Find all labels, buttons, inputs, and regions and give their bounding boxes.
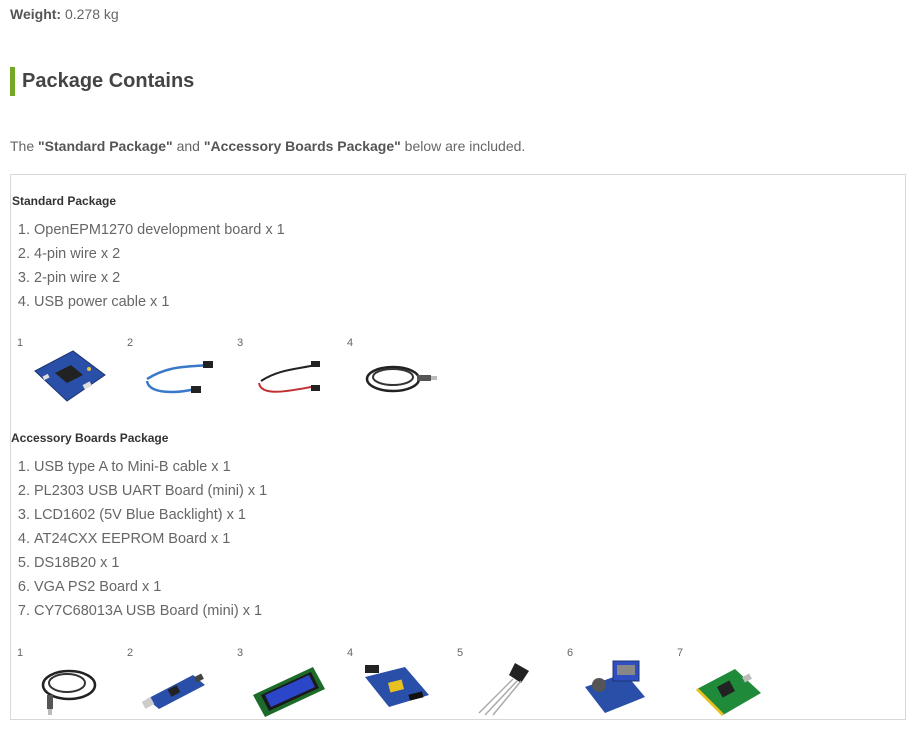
weight-label: Weight: [10,6,62,22]
thumbnail[interactable]: 2 [127,337,237,417]
accessory-package-list: USB type A to Mini-B cable x 1 PL2303 US… [12,455,267,623]
thumbnail[interactable]: 1 [17,337,127,417]
accessory-package-title: Accessory Boards Package [11,431,169,445]
list-item: DS18B20 x 1 [34,551,267,575]
usb-board-icon [695,669,761,717]
list-item: LCD1602 (5V Blue Backlight) x 1 [34,503,267,527]
list-item: USB type A to Mini-B cable x 1 [34,455,267,479]
dev-board-icon [34,350,106,402]
mini-b-cable-icon [41,669,97,715]
thumbnail[interactable]: 3 [237,337,347,417]
list-item: CY7C68013A USB Board (mini) x 1 [34,599,267,623]
intro-middle: and [172,138,204,154]
thumb-number: 1 [17,337,24,349]
thumb-number: 6 [567,647,574,659]
heading-accent-bar [10,67,15,96]
weight-line: Weight: 0.278 kg [10,6,119,22]
list-item: 4-pin wire x 2 [34,242,285,266]
list-item: 2-pin wire x 2 [34,266,285,290]
standard-package-title: Standard Package [12,194,117,208]
thumb-number: 4 [347,647,354,659]
thumbnail[interactable]: 3 [237,647,347,727]
accessory-thumbnails: 1 2 3 4 [17,647,787,727]
intro-suffix: below are included. [400,138,526,154]
list-item: VGA PS2 Board x 1 [34,575,267,599]
thumbnail[interactable]: 7 [677,647,787,727]
list-item: AT24CXX EEPROM Board x 1 [34,527,267,551]
uart-board-icon [141,673,205,709]
thumb-number: 4 [347,337,354,349]
section-heading: Package Contains [10,67,194,96]
thumb-number: 5 [457,647,464,659]
thumbnail[interactable]: 6 [567,647,677,727]
standard-thumbnails: 1 2 3 [17,337,457,417]
thumb-number: 1 [17,647,24,659]
2-pin-wire-icon [258,361,320,393]
thumbnail[interactable]: 4 [347,647,457,727]
section-title: Package Contains [22,70,195,92]
thumb-number: 2 [127,337,134,349]
4-pin-wire-icon [145,361,213,394]
list-item: OpenEPM1270 development board x 1 [34,218,285,242]
thumb-number: 2 [127,647,134,659]
thumb-number: 3 [237,337,244,349]
standard-package-list: OpenEPM1270 development board x 1 4-pin … [12,218,285,314]
intro-standard: "Standard Package" [38,138,173,154]
list-item: USB power cable x 1 [34,290,285,314]
thumbnail[interactable]: 1 [17,647,127,727]
thumbnail[interactable]: 5 [457,647,567,727]
package-box: Standard Package OpenEPM1270 development… [10,174,906,720]
weight-value: 0.278 kg [64,6,119,22]
intro-prefix: The [10,138,39,154]
thumbnail[interactable]: 4 [347,337,457,417]
eeprom-board-icon [365,665,429,707]
lcd-module-icon [253,667,325,717]
sensor-transistor-icon [478,663,529,716]
thumb-number: 3 [237,647,244,659]
thumbnail[interactable]: 2 [127,647,237,727]
list-item: PL2303 USB UART Board (mini) x 1 [34,479,267,503]
intro-text: The "Standard Package" and "Accessory Bo… [10,138,525,154]
usb-cable-icon [365,365,437,393]
thumb-number: 7 [677,647,684,659]
vga-ps2-board-icon [585,660,645,713]
intro-accessory: "Accessory Boards Package" [203,138,401,154]
